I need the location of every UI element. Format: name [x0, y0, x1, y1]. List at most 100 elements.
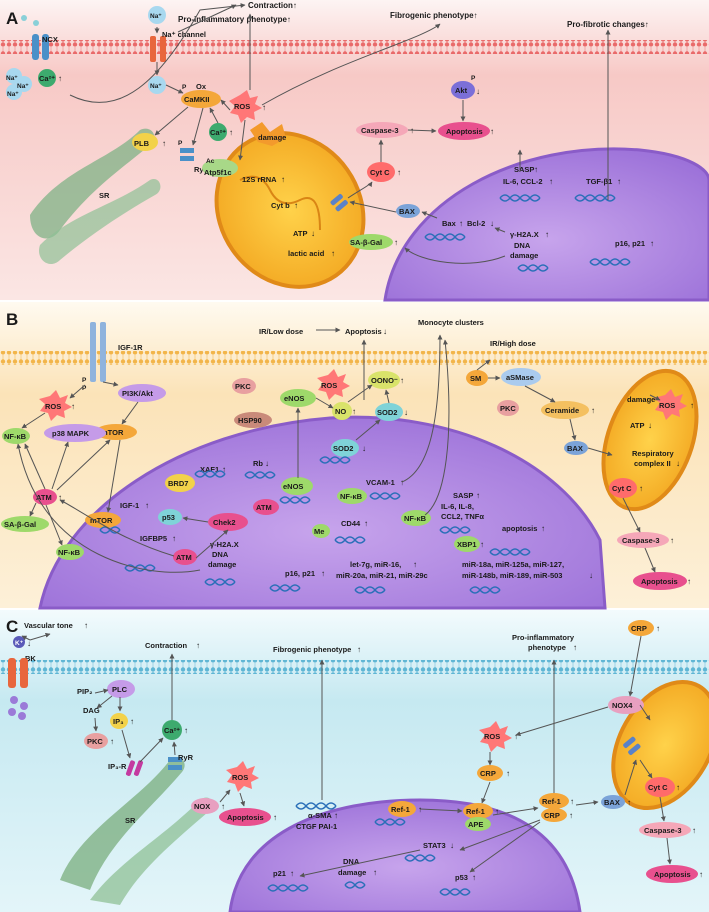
svg-text:NF-κB: NF-κB [58, 548, 81, 557]
svg-text:p53: p53 [455, 873, 468, 882]
svg-text:Fibrogenic phenotype: Fibrogenic phenotype [273, 645, 351, 654]
svg-text:↑: ↑ [397, 168, 401, 177]
svg-text:NF-κB: NF-κB [340, 492, 363, 501]
akt-node [451, 81, 475, 99]
svg-text:Rb: Rb [253, 459, 263, 468]
nucleus-c [228, 798, 582, 912]
svg-text:PKC: PKC [500, 404, 516, 413]
svg-text:aSMase: aSMase [506, 373, 534, 382]
sodium-ion-top [148, 6, 166, 24]
ncx-label: NCX [42, 35, 58, 44]
svg-text:ATM: ATM [256, 503, 272, 512]
svg-text:SA-β-Gal: SA-β-Gal [4, 520, 36, 529]
p38-node [44, 424, 106, 442]
bax-node-a [396, 204, 420, 218]
sodium-cluster: Na⁺ Na⁺ Na⁺ [6, 68, 32, 100]
svg-text:ROS: ROS [234, 102, 250, 111]
cell-membrane-b [0, 351, 709, 365]
svg-text:↑: ↑ [196, 641, 200, 650]
svg-text:NF-κB: NF-κB [404, 514, 427, 523]
svg-text:↑: ↑ [221, 802, 225, 811]
profibrotic-label: Pro-fibrotic changes↑ [567, 20, 649, 29]
svg-text:γ-H2A.X: γ-H2A.X [510, 230, 539, 239]
svg-text:Apoptosis: Apoptosis [654, 870, 691, 879]
sodium-ion-cyto [148, 76, 166, 94]
brd7-node [165, 474, 195, 492]
svg-text:Apoptosis: Apoptosis [446, 127, 483, 136]
svg-text:↑: ↑ [184, 726, 188, 735]
ceramide-node [541, 401, 589, 419]
svg-text:damage: damage [510, 251, 538, 260]
panel-a: A Contraction↑ Pro-inflammatory phenotyp… [0, 0, 709, 302]
svg-text:SR: SR [99, 191, 110, 200]
svg-text:↑: ↑ [627, 798, 631, 807]
svg-text:CTGF PAI-1: CTGF PAI-1 [296, 822, 337, 831]
svg-text:α-SMA: α-SMA [308, 811, 332, 820]
svg-text:↑: ↑ [229, 128, 233, 137]
dna-helix-c [267, 802, 471, 896]
svg-text:Vascular tone: Vascular tone [24, 621, 73, 630]
svg-text:Cyt b: Cyt b [271, 201, 290, 210]
contraction-label: Contraction↑ [248, 1, 297, 10]
sabgal-node-a [349, 234, 393, 250]
ros-burst-c [226, 761, 259, 792]
svg-text:↑: ↑ [591, 406, 595, 415]
ryr-channel [180, 148, 194, 161]
svg-text:P: P [178, 140, 183, 147]
ros-burst-a [229, 90, 262, 123]
svg-text:ROS: ROS [45, 402, 61, 411]
svg-text:↑: ↑ [373, 868, 377, 877]
svg-text:↑: ↑ [400, 376, 404, 385]
svg-text:OONO⁻: OONO⁻ [371, 376, 398, 385]
svg-text:P: P [471, 75, 476, 82]
cytc-node-a [367, 162, 395, 182]
svg-text:SR: SR [125, 816, 136, 825]
panel-label-a: A [6, 9, 18, 28]
svg-text:Bcl-2: Bcl-2 [467, 219, 485, 228]
svg-text:↑: ↑ [290, 869, 294, 878]
svg-text:↑: ↑ [617, 177, 621, 186]
svg-text:↓: ↓ [404, 408, 408, 417]
svg-text:mTOR: mTOR [90, 516, 113, 525]
svg-text:IR/High dose: IR/High dose [490, 339, 536, 348]
bk-channel [8, 658, 28, 688]
svg-text:Ox: Ox [196, 82, 207, 91]
svg-text:BK: BK [25, 654, 36, 663]
crp-node-top [628, 620, 654, 636]
svg-text:IGFBP5: IGFBP5 [140, 534, 167, 543]
svg-text:miR-20a, miR-21, miR-29c: miR-20a, miR-21, miR-29c [336, 571, 428, 580]
svg-text:↑: ↑ [699, 870, 703, 879]
svg-text:↑: ↑ [573, 643, 577, 652]
plb-node [132, 133, 158, 151]
svg-text:↑: ↑ [162, 139, 166, 148]
svg-text:IP₃-R: IP₃-R [108, 762, 127, 771]
svg-text:Na⁺: Na⁺ [150, 83, 162, 90]
svg-text:damage: damage [627, 395, 655, 404]
svg-text:↑: ↑ [352, 407, 356, 416]
svg-text:SASP: SASP [453, 491, 473, 500]
svg-text:CRP: CRP [631, 624, 647, 633]
proinflam-label: Pro-inflammatory phenotype↑ [178, 15, 291, 24]
svg-text:↑: ↑ [58, 74, 62, 83]
panel-b: B IGF-1R P P PI3K/Akt ROS ↑ mTOR p38 MAP… [0, 302, 709, 610]
apoptosis-node-a [438, 122, 490, 140]
svg-text:Na⁺: Na⁺ [6, 75, 18, 82]
svg-text:↓: ↓ [476, 87, 480, 96]
svg-text:Caspase-3: Caspase-3 [361, 126, 399, 135]
svg-text:↑: ↑ [676, 783, 680, 792]
svg-text:↑: ↑ [400, 478, 404, 487]
svg-text:SOD2: SOD2 [377, 408, 397, 417]
svg-text:IGF-1: IGF-1 [120, 501, 139, 510]
svg-text:↑: ↑ [262, 103, 266, 112]
mito-transporter [330, 194, 348, 212]
svg-text:Ref-1: Ref-1 [542, 797, 561, 806]
ip3-node [110, 713, 128, 729]
cytc-node-c [645, 777, 675, 797]
svg-text:p16, p21: p16, p21 [615, 239, 645, 248]
svg-text:VCAM-1: VCAM-1 [366, 478, 395, 487]
nfkb-node-1 [2, 428, 30, 444]
svg-text:IR/Low dose: IR/Low dose [259, 327, 303, 336]
svg-text:apoptosis: apoptosis [502, 524, 537, 533]
damage-burst [250, 122, 286, 146]
cell-membrane-c [0, 660, 709, 674]
